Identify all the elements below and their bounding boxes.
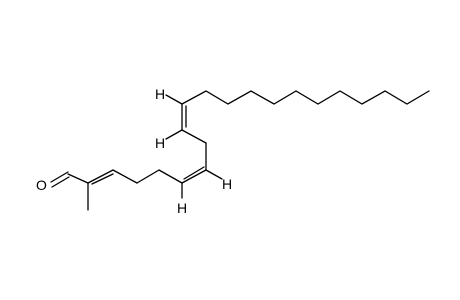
bond-c10-h: [165, 94, 183, 105]
bond-c6-c7-inner: [183, 166, 205, 180]
bond-c2-c3-inner: [91, 173, 114, 185]
bond-c2-c3: [87, 169, 114, 184]
bond-c5-c6: [158, 169, 183, 184]
bond-co-double-a: [50, 171, 69, 183]
h-label-c10: H: [155, 86, 165, 102]
bond-c6-c7: [181, 169, 207, 184]
bond-c9-h: [165, 129, 183, 140]
bond-co-double-b: [51, 176, 70, 188]
h-label-c9: H: [155, 135, 165, 151]
bond-c7-h: [205, 169, 223, 180]
h-label-c7: H: [222, 176, 232, 192]
bond-c1-c2: [67, 173, 89, 184]
h-label-c6: H: [177, 200, 187, 216]
bond-c8-c9: [181, 129, 207, 144]
oxygen-label: O: [36, 177, 47, 193]
alkyl-chain: [181, 90, 430, 105]
bond-c3-c4: [112, 169, 138, 184]
bond-c4-c5: [136, 169, 160, 184]
